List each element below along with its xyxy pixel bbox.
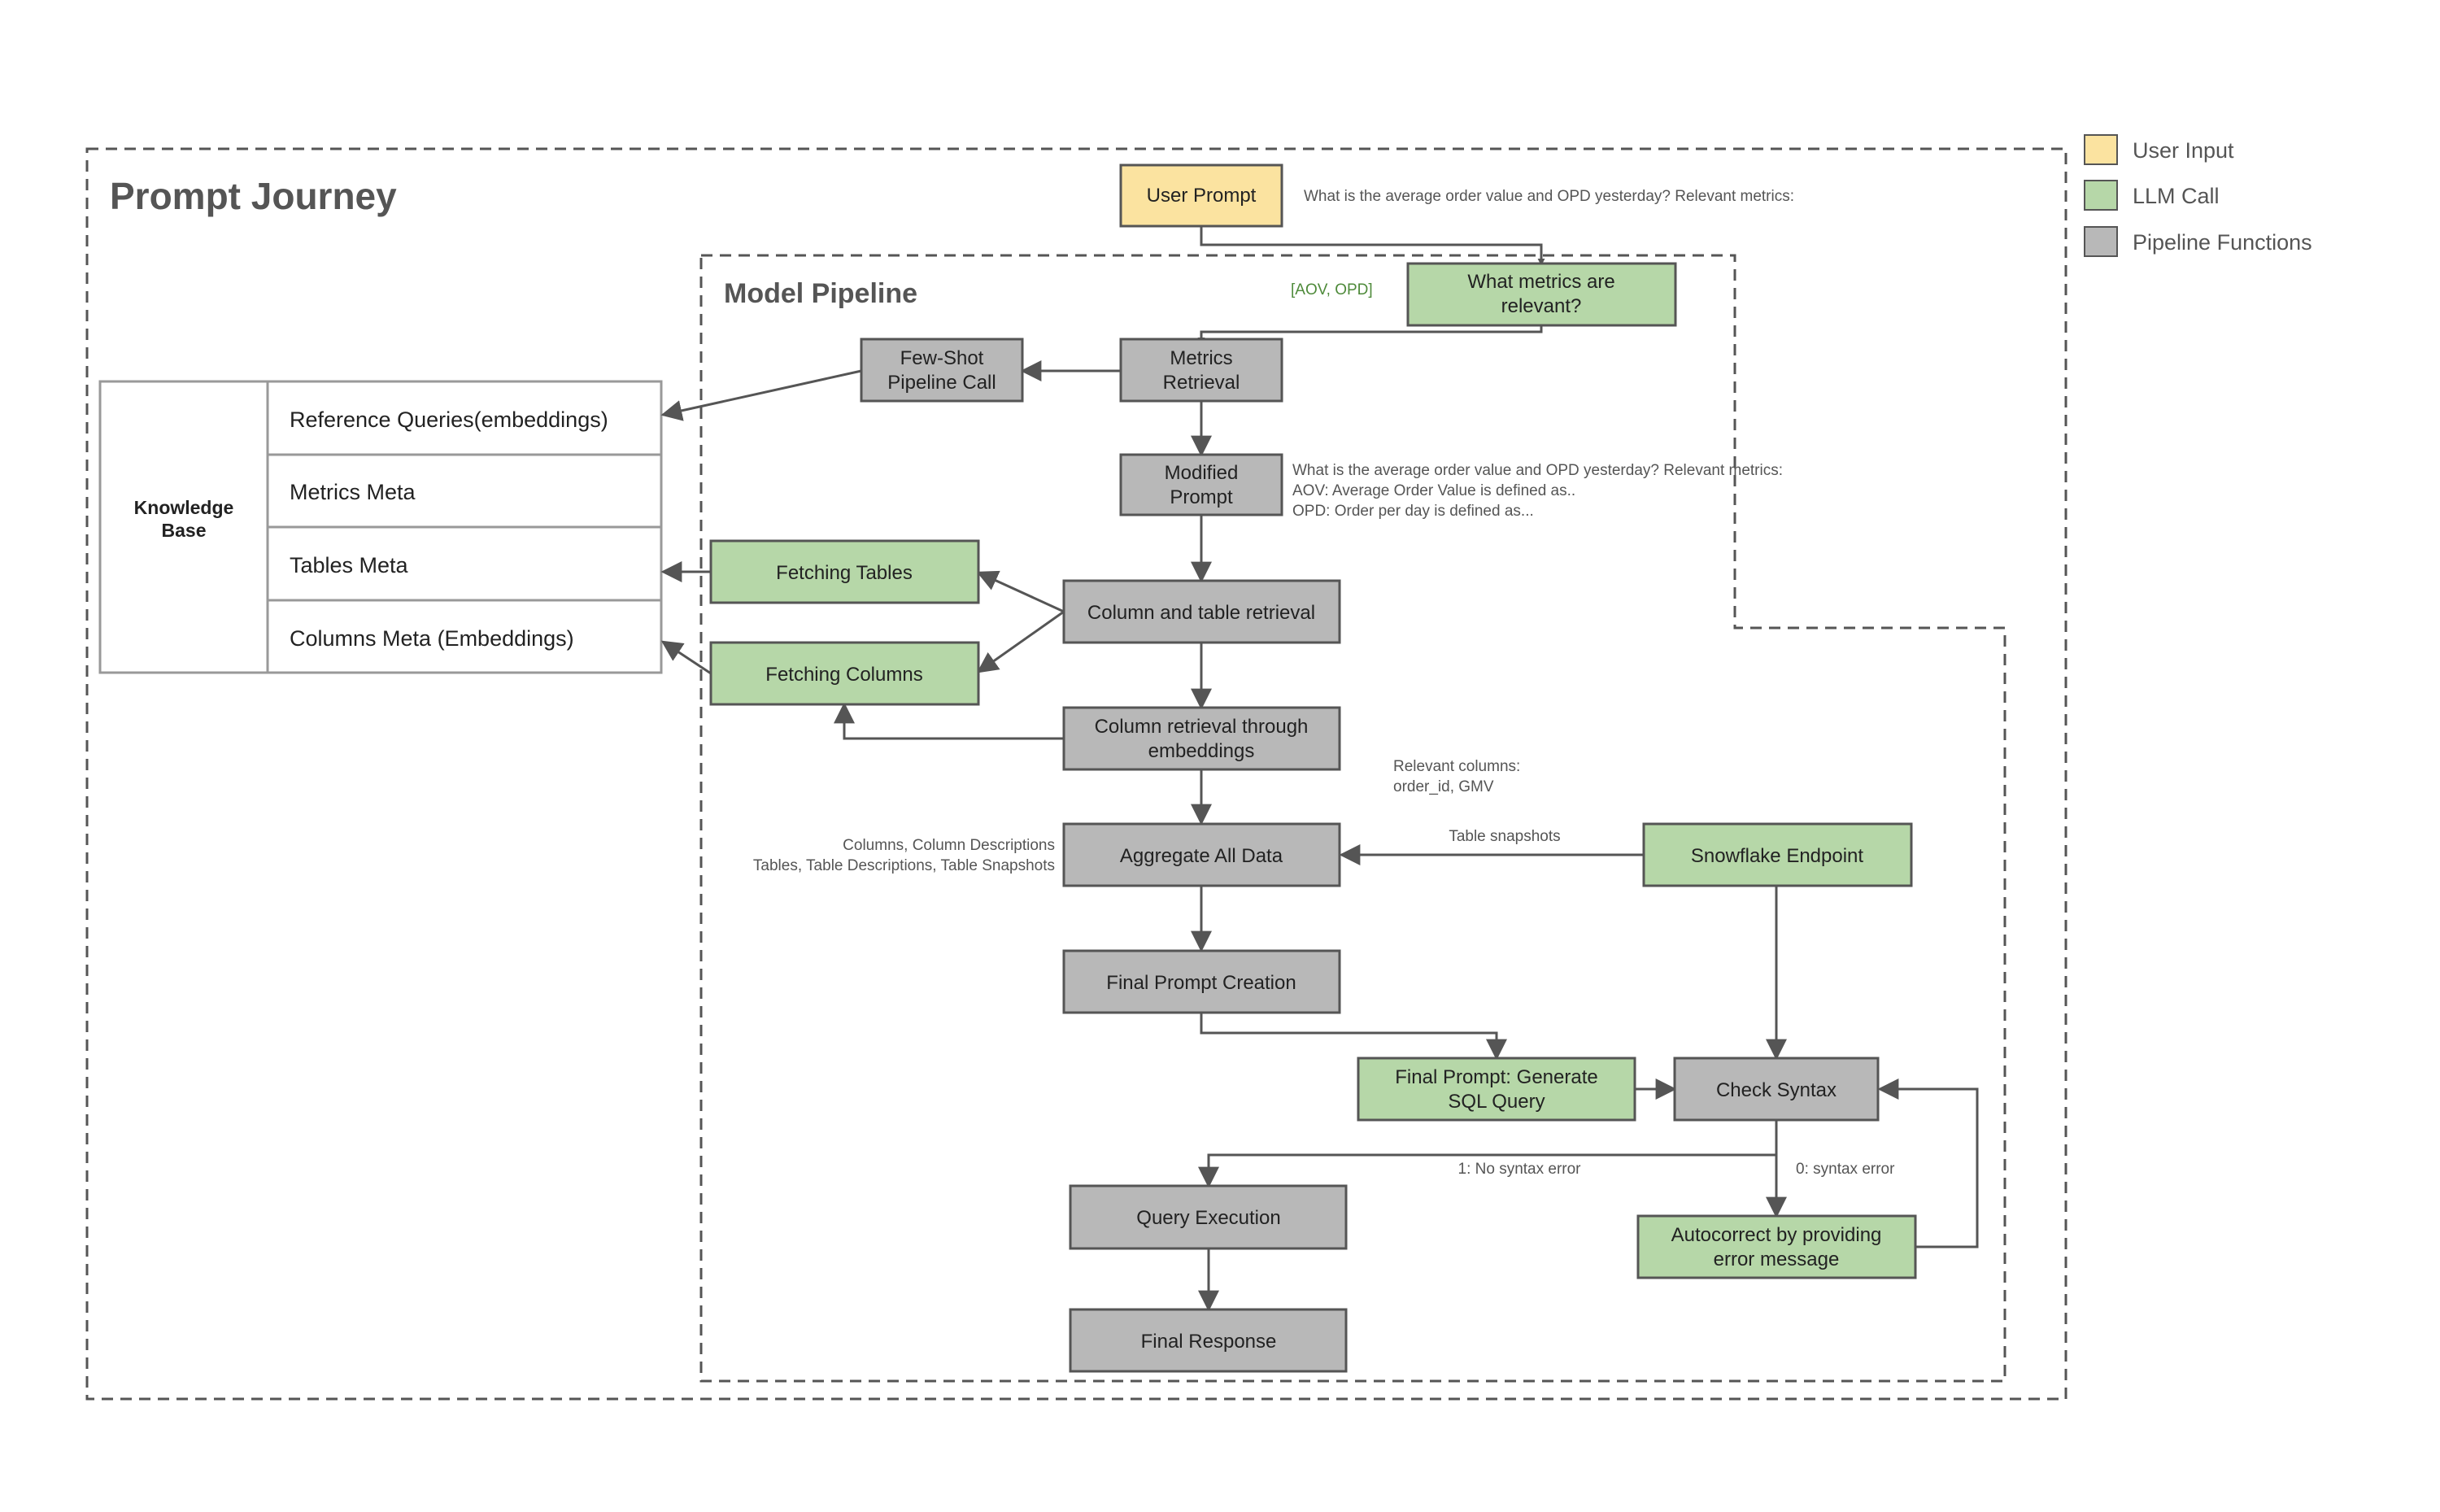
- model-pipeline-frame: [699, 254, 2006, 1383]
- node-metrics-question-label-line1: What metrics are: [1467, 271, 1614, 293]
- node-few-shot-label-line2: Pipeline Call: [887, 372, 996, 394]
- node-final-prompt-creation: [1062, 949, 1341, 1014]
- node-modified-prompt-label-line1: Modified: [1165, 462, 1239, 484]
- knowledge-base-label-line2: Base: [162, 520, 207, 541]
- node-generate-sql-label-line1: Final Prompt: Generate: [1395, 1066, 1597, 1088]
- node-check-syntax-label: Check Syntax: [1716, 1079, 1837, 1101]
- node-metrics-question-label-line2: relevant?: [1501, 295, 1582, 317]
- annotation-modified-line1: What is the average order value and OPD …: [1292, 462, 1783, 479]
- annotation-syntax-error: 0: syntax error: [1796, 1161, 1895, 1178]
- connectors: [660, 226, 1979, 1312]
- arrow-few-shot-to-reference-queries: [660, 369, 862, 421]
- annotation-modified-line3: OPD: Order per day is defined as...: [1292, 503, 1534, 520]
- annotation-relevant-columns-line2: order_id, GMV: [1393, 778, 1494, 795]
- annotation-aggregate-line2: Tables, Table Descriptions, Table Snapsh…: [753, 857, 1055, 874]
- legend-swatch-user-input: [2084, 134, 2118, 165]
- node-column-table-retrieval: [1062, 579, 1341, 644]
- legend-label-pipeline-functions: Pipeline Functions: [2133, 230, 2312, 255]
- node-query-execution-label: Query Execution: [1136, 1207, 1280, 1229]
- node-user-prompt-label: User Prompt: [1147, 185, 1257, 207]
- node-aggregate-label: Aggregate All Data: [1120, 845, 1283, 867]
- node-metrics-retrieval-label-line1: Metrics: [1170, 347, 1232, 369]
- prompt-journey-frame: [85, 147, 2067, 1401]
- legend: User Input LLM Call Pipeline Functions: [2084, 134, 2312, 257]
- arrow-embeddings-to-fetching-columns: [834, 702, 1064, 740]
- node-generate-sql-label-line2: SQL Query: [1448, 1091, 1545, 1113]
- node-metrics-retrieval: [1119, 338, 1283, 403]
- arrow-final-prompt-creation-to-generate-sql: [1200, 1013, 1507, 1061]
- node-column-embeddings-label-line2: embeddings: [1148, 740, 1255, 762]
- kb-row-columns-meta: Columns Meta (Embeddings): [290, 626, 574, 651]
- node-check-syntax: [1673, 1057, 1880, 1122]
- kb-row-reference-queries: Reference Queries(embeddings): [290, 407, 608, 432]
- node-few-shot-label-line1: Few-Shot: [900, 347, 984, 369]
- annotation-no-syntax-error: 1: No syntax error: [1458, 1161, 1582, 1178]
- node-fetching-columns-label: Fetching Columns: [765, 664, 922, 686]
- node-aggregate: [1062, 822, 1341, 887]
- annotation-table-snapshots: Table snapshots: [1449, 828, 1560, 845]
- annotation-relevant-columns-line1: Relevant columns:: [1393, 758, 1520, 775]
- legend-swatch-llm-call: [2084, 180, 2118, 211]
- node-user-prompt: [1119, 163, 1283, 228]
- annotation-modified-line2: AOV: Average Order Value is defined as..: [1292, 482, 1575, 499]
- node-metrics-question: [1406, 262, 1677, 327]
- annotation-metrics-found: [AOV, OPD]: [1291, 281, 1373, 298]
- arrow-column-table-to-fetching-tables: [976, 570, 1065, 613]
- node-generate-sql: [1357, 1057, 1636, 1122]
- node-fetching-columns: [709, 641, 980, 706]
- node-final-response: [1069, 1308, 1348, 1373]
- kb-row-tables-meta: Tables Meta: [290, 553, 409, 577]
- node-few-shot: [860, 338, 1024, 403]
- annotation-aggregate-line1: Columns, Column Descriptions: [843, 837, 1055, 854]
- node-final-prompt-creation-label: Final Prompt Creation: [1106, 972, 1296, 994]
- annotation-user-prompt-text: What is the average order value and OPD …: [1304, 188, 1794, 205]
- node-snowflake: [1642, 822, 1913, 887]
- legend-swatch-pipeline-functions: [2084, 226, 2118, 257]
- model-pipeline-title: Model Pipeline: [724, 278, 917, 309]
- node-fetching-tables-label: Fetching Tables: [776, 562, 913, 584]
- node-column-table-retrieval-label: Column and table retrieval: [1087, 602, 1315, 624]
- arrow-column-table-to-fetching-columns: [976, 610, 1065, 673]
- node-query-execution: [1069, 1184, 1348, 1250]
- prompt-journey-title: Prompt Journey: [110, 175, 397, 217]
- node-fetching-tables: [709, 539, 980, 604]
- knowledge-base: Knowledge Base Reference Queries(embeddi…: [98, 380, 663, 674]
- node-autocorrect: [1636, 1214, 1917, 1279]
- arrow-fetching-columns-to-columns-meta: [660, 640, 712, 675]
- node-snowflake-label: Snowflake Endpoint: [1691, 845, 1863, 867]
- legend-label-llm-call: LLM Call: [2133, 184, 2220, 208]
- knowledge-base-label: Knowledge: [134, 497, 234, 518]
- legend-label-user-input: User Input: [2133, 138, 2234, 163]
- node-column-embeddings: [1062, 706, 1341, 771]
- node-metrics-retrieval-label-line2: Retrieval: [1163, 372, 1240, 394]
- node-autocorrect-label-line2: error message: [1714, 1248, 1840, 1270]
- arrow-autocorrect-loop-to-check-syntax: [1877, 1078, 1979, 1248]
- node-autocorrect-label-line1: Autocorrect by providing: [1671, 1224, 1882, 1246]
- node-modified-prompt-label-line2: Prompt: [1170, 486, 1233, 508]
- node-column-embeddings-label-line1: Column retrieval through: [1095, 716, 1309, 738]
- kb-row-metrics-meta: Metrics Meta: [290, 480, 416, 504]
- node-final-response-label: Final Response: [1141, 1331, 1277, 1353]
- arrow-user-prompt-to-metrics-question: [1200, 226, 1545, 266]
- arrow-check-syntax-to-query-execution: [1198, 1120, 1778, 1188]
- node-modified-prompt: [1119, 453, 1283, 516]
